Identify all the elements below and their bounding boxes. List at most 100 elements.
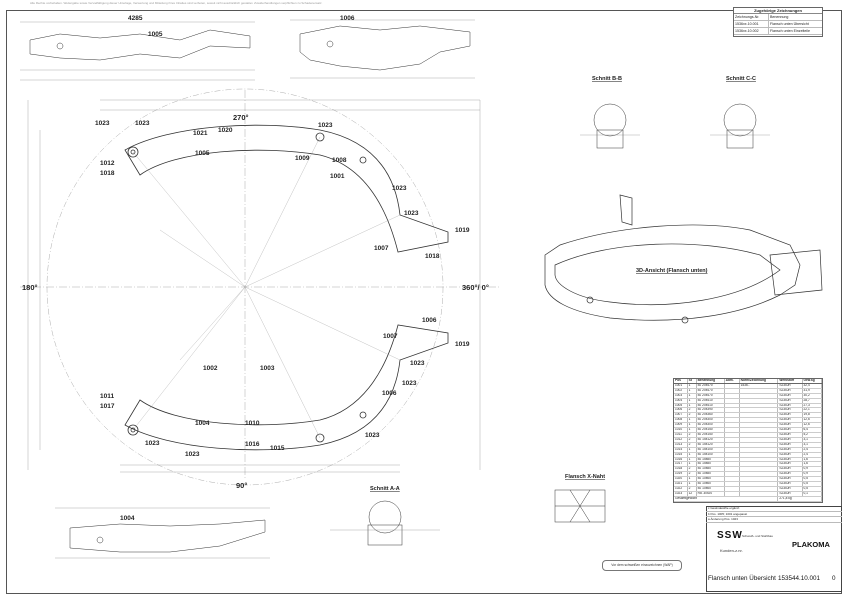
dim-1023-h: 1023 — [145, 440, 160, 447]
bom-cell — [724, 403, 740, 409]
bom-cell: 12 — [687, 491, 697, 497]
weld-x-detail — [554, 489, 606, 523]
bom-cell: Bl. 20x150 — [696, 432, 725, 438]
bom-cell: 0,5 — [802, 486, 823, 492]
bom-cell: S235JR — [777, 457, 803, 463]
bom-cell: Bl. 10x60 — [696, 486, 725, 492]
bom-cell — [739, 491, 779, 497]
related-drawings-row: Zeichnungs-Nr.Benennung — [734, 14, 822, 21]
bom-cell — [739, 447, 779, 453]
lower-flange — [124, 324, 449, 451]
bom-cell: 0,1 — [802, 491, 823, 497]
part-view-top-middle — [290, 19, 475, 79]
bom-cell: Gew.kg — [802, 379, 823, 384]
dim-1004: 1004 — [195, 420, 210, 427]
bom-cell: 1009 — [674, 422, 688, 429]
bom-cell — [739, 471, 779, 478]
bom-cell: 2 — [687, 437, 697, 443]
bom-cell: Bl. 20x470 — [696, 393, 725, 399]
bom-cell — [739, 412, 779, 419]
dim-1023-b: 1023 — [135, 120, 150, 127]
dim-1005: 1005 — [195, 150, 210, 157]
section-cc — [710, 103, 770, 149]
bom-cell: 1 — [687, 403, 697, 409]
bom-cell: Bl. 15x80 — [696, 461, 725, 468]
bom-cell: Bl. 20x470 — [696, 388, 725, 394]
bom-cell — [739, 427, 779, 433]
drawing-revision: 0 — [832, 575, 836, 582]
bom-cell — [724, 452, 740, 458]
dim-1015: 1015 — [270, 445, 285, 452]
sheet-frame — [6, 10, 842, 594]
dim-1018: 1018 — [100, 170, 115, 177]
bom-cell: S235JR — [777, 422, 803, 429]
bom-cell — [739, 388, 779, 394]
bom-cell: 1 — [687, 452, 697, 458]
dim-1023-f: 1023 — [410, 360, 425, 367]
dim-1010: 1010 — [245, 420, 260, 427]
bom-cell — [739, 422, 779, 429]
dim-1018-b: 1018 — [425, 253, 440, 260]
bom-cell — [739, 457, 779, 463]
dim-1019-a: 1019 — [455, 227, 470, 234]
dim-1023-d: 1023 — [392, 185, 407, 192]
bom-cell — [724, 417, 740, 424]
dim-1007-b: 1007 — [383, 333, 398, 340]
bom-cell: Bl. 20x410 — [696, 398, 725, 404]
dim-1017: 1017 — [100, 403, 115, 410]
related-drawings-title: Zugehörige Zeichnungen — [734, 8, 822, 14]
bom-cell: 31,9 — [802, 388, 823, 394]
dim-1011: 1011 — [100, 393, 114, 400]
bom-cell: 1008 — [674, 417, 688, 424]
dim-1008: 1008 — [332, 157, 347, 164]
bom-cell — [724, 442, 740, 448]
title-3d-view: 3D-Ansicht (Flansch unten) — [636, 268, 708, 274]
bom-cell: Pos — [674, 379, 688, 384]
bom-cell: 2 — [687, 466, 697, 473]
bom-cell: S235JR — [777, 393, 803, 399]
bom-cell: 1001 — [674, 383, 688, 389]
bom-total-label: Gesamtgewicht — [674, 496, 779, 502]
section-aa — [330, 500, 440, 546]
bom-cell: Bl. 10x60 — [696, 481, 725, 487]
bom-cell: 2,4 — [802, 452, 823, 458]
drawing-number: 153544.10.001 — [778, 575, 821, 582]
company-logo: SSW — [717, 530, 743, 541]
upper-flange — [124, 124, 449, 253]
dim-1004-b: 1004 — [120, 515, 135, 522]
bom-cell — [739, 466, 779, 473]
revision-row: b Pos. 1005; 1001 angepasst — [706, 512, 842, 517]
bom-cell — [739, 417, 779, 424]
bom-cell: S235JR — [777, 432, 803, 438]
bom-cell — [739, 432, 779, 438]
dim-1021: 1021 — [193, 130, 208, 137]
bom-cell: Bl. 20x360 — [696, 412, 725, 419]
bom-cell — [739, 452, 779, 458]
bom-cell: 6,4 — [802, 427, 823, 433]
bom-cell: Bl. 10x60 — [696, 476, 725, 483]
bom-cell — [724, 437, 740, 443]
revision-row: c Gewindestifte ergänzt — [706, 506, 842, 512]
bom-cell: 1006 — [674, 407, 688, 414]
bom-cell: 1 — [687, 447, 697, 453]
bom-cell: Bl. 20x390 — [696, 407, 725, 414]
bom-cell — [739, 437, 779, 443]
bom-cell — [724, 457, 740, 463]
bom-cell: S235JR — [777, 481, 803, 487]
bom-cell: 19,8 — [802, 412, 823, 419]
header-strip: Alle Rechte vorbehalten. Weitergabe sowi… — [30, 1, 323, 5]
angle-180: 180° — [22, 283, 38, 292]
dim-1003: 1003 — [260, 365, 275, 372]
